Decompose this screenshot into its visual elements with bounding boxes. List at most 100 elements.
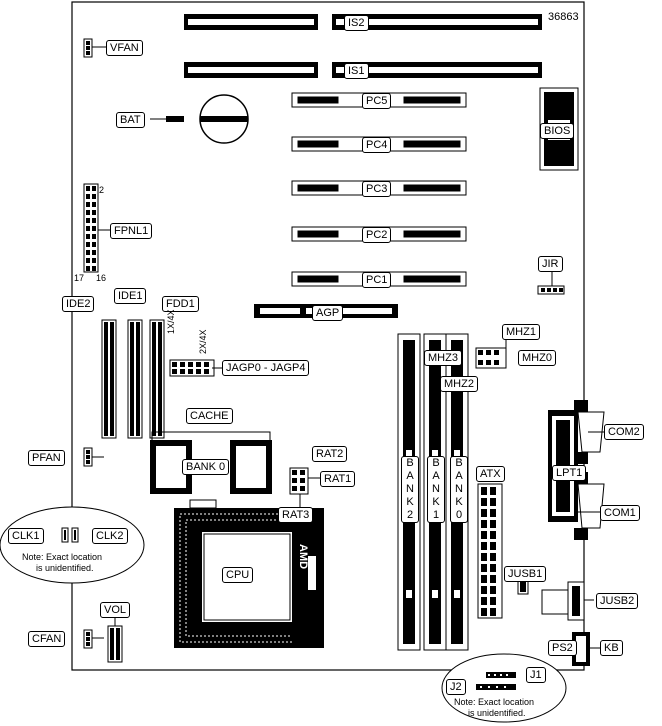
connector-pin xyxy=(86,194,90,199)
label-atx: ATX xyxy=(476,466,505,482)
label-note-left2: is unidentified. xyxy=(36,563,94,573)
label-ide1: IDE1 xyxy=(114,288,147,304)
label-note-left: Note: Exact location xyxy=(22,552,103,562)
connector-pin xyxy=(490,498,496,506)
label-rat2: RAT2 xyxy=(312,446,348,462)
connector-pin xyxy=(490,542,496,550)
label-cache: CACHE xyxy=(186,408,233,424)
label-agp-mode-a: 1X/4X xyxy=(166,309,176,334)
isa-slot-is2 xyxy=(184,14,542,30)
connector-pin xyxy=(490,586,496,594)
label-mhz0: MHZ0 xyxy=(518,350,556,366)
label-pc5: PC5 xyxy=(362,93,392,109)
j-headers xyxy=(476,672,516,690)
label-pfan: PFAN xyxy=(28,450,65,466)
connector-pin xyxy=(490,487,496,495)
label-ps2: PS2 xyxy=(548,640,577,656)
label-rat3: RAT3 xyxy=(278,507,314,523)
label-pc2: PC2 xyxy=(362,227,392,243)
connector-pin xyxy=(92,226,96,231)
label-agp: AGP xyxy=(312,305,344,321)
label-rat1: RAT1 xyxy=(320,471,356,487)
connector-pin xyxy=(481,575,487,583)
connector-pin xyxy=(86,210,90,215)
label-bank2: BANK2 xyxy=(401,456,419,523)
label-clk2: CLK2 xyxy=(92,528,128,544)
jusb2-port xyxy=(541,581,585,621)
label-agp-mode-b: 2X/4X xyxy=(198,329,208,354)
connector-pin xyxy=(481,608,487,616)
fdd1-header xyxy=(149,319,165,439)
connector-pin xyxy=(92,186,96,191)
label-mhz1: MHZ1 xyxy=(502,324,540,340)
connector-pin xyxy=(481,531,487,539)
connector-pin xyxy=(86,186,90,191)
label-jagp: JAGP0 - JAGP4 xyxy=(222,360,310,376)
label-cpu: CPU xyxy=(222,567,254,583)
connector-pin xyxy=(92,266,96,271)
connector-pin xyxy=(86,242,90,247)
connector-pin xyxy=(92,242,96,247)
connector-pin xyxy=(481,487,487,495)
connector-pin xyxy=(490,531,496,539)
label-bank1: BANK1 xyxy=(427,456,445,523)
rat-jumpers xyxy=(289,467,309,495)
connector-pin xyxy=(490,553,496,561)
jagp-jumpers xyxy=(169,359,215,377)
diagram-id: 36863 xyxy=(548,11,579,23)
fpnl1-header xyxy=(83,183,99,273)
label-com2: COM2 xyxy=(604,424,644,440)
connector-pin xyxy=(86,250,90,255)
connector-pin xyxy=(481,520,487,528)
label-fdd1: FDD1 xyxy=(162,296,199,312)
label-j2: J2 xyxy=(446,679,466,695)
label-is2: IS2 xyxy=(344,15,369,31)
label-cfan: CFAN xyxy=(28,631,66,647)
label-mhz3: MHZ3 xyxy=(424,350,462,366)
label-fpnl-pin16: 16 xyxy=(96,273,107,283)
jir-header xyxy=(537,285,565,295)
connector-pin xyxy=(92,194,96,199)
connector-pin xyxy=(92,218,96,223)
label-bios: BIOS xyxy=(540,123,575,139)
isa-slot-is1 xyxy=(184,62,542,78)
ide2-header xyxy=(101,319,117,439)
connector-pin xyxy=(86,202,90,207)
label-bat: BAT xyxy=(116,112,145,128)
cache-chip-right xyxy=(230,440,272,494)
label-com1: COM1 xyxy=(600,505,640,521)
cache-bracket xyxy=(151,431,271,440)
connector-pin xyxy=(481,597,487,605)
pfan-header xyxy=(83,447,93,467)
label-vol: VOL xyxy=(100,602,131,618)
label-jusb2: JUSB2 xyxy=(596,593,639,609)
connector-pin xyxy=(92,210,96,215)
board-outline xyxy=(71,1,585,671)
label-j1: J1 xyxy=(526,667,546,683)
connector-pin xyxy=(481,509,487,517)
atx-connector xyxy=(477,483,503,619)
label-kb: KB xyxy=(600,640,623,656)
connector-pin xyxy=(92,202,96,207)
connector-pin xyxy=(86,266,90,271)
label-clk1: CLK1 xyxy=(8,528,44,544)
connector-pin xyxy=(92,258,96,263)
vfan-header xyxy=(83,38,93,58)
connector-pin xyxy=(92,234,96,239)
connector-pin xyxy=(481,542,487,550)
connector-pin xyxy=(86,218,90,223)
connector-pin xyxy=(490,509,496,517)
label-pc3: PC3 xyxy=(362,181,392,197)
label-pc4: PC4 xyxy=(362,137,392,153)
label-fpnl-pin17: 17 xyxy=(74,273,85,283)
label-fpnl1: FPNL1 xyxy=(110,223,153,239)
label-amd: AMD xyxy=(297,544,309,570)
label-note-right: Note: Exact location xyxy=(454,697,535,707)
connector-pin xyxy=(490,597,496,605)
label-fpnl-pin2: 2 xyxy=(99,185,105,195)
label-bank0-cache: BANK 0 xyxy=(182,459,230,475)
label-is1: IS1 xyxy=(344,63,369,79)
vol-header xyxy=(107,625,123,663)
com1-port xyxy=(574,472,605,540)
